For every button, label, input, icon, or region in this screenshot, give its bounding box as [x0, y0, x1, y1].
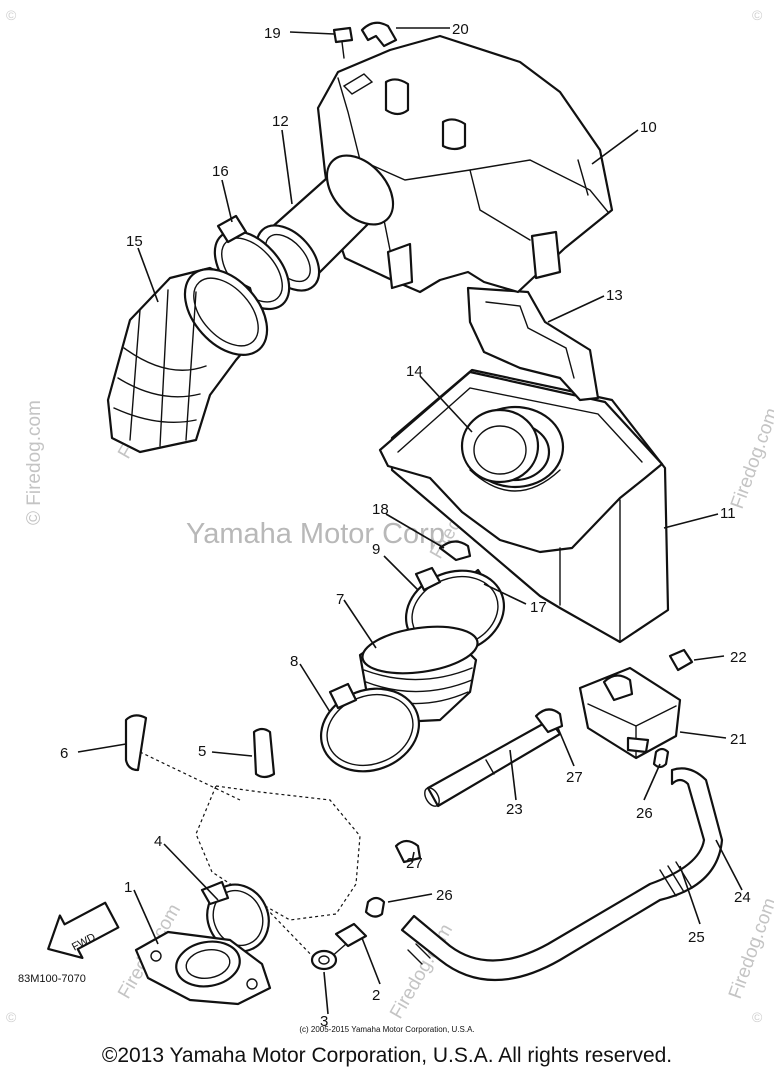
callout-25: 25: [688, 929, 705, 946]
callout-14: 14: [406, 363, 423, 380]
intake-manifold: [134, 930, 272, 1006]
callout-11: 11: [720, 505, 736, 522]
clamp-18: [438, 540, 472, 562]
leader-lines: [77, 27, 743, 1015]
ref-code: 83M100-7070: [18, 973, 86, 985]
callout-13: 13: [606, 287, 623, 304]
callout-16: 16: [212, 163, 229, 180]
clamp-4: [200, 880, 270, 953]
bolt-2: [329, 922, 368, 959]
callout-2: 2: [372, 987, 380, 1004]
callout-8: 8: [290, 653, 298, 670]
watermark-diag-3: Firedog.com: [727, 405, 774, 511]
callout-4: 4: [154, 833, 162, 850]
clip-26-top: [652, 747, 670, 769]
callout-15: 15: [126, 233, 143, 250]
callout-23: 23: [506, 801, 523, 818]
clip-27-bottom: [394, 839, 422, 864]
air-box-joint-14: [460, 408, 540, 484]
watermark-diag-6: Firedog.com: [725, 895, 774, 1001]
callout-26-top: 26: [636, 805, 653, 822]
callout-9: 9: [372, 541, 380, 558]
clip-6: [124, 714, 148, 772]
corner-mark-tl: ©: [6, 7, 17, 23]
callout-numbers: 19 20 12 10 16 15 13 14 18 11 9 17 7 22 …: [60, 21, 751, 1030]
callout-20: 20: [452, 21, 469, 38]
intake-funnel: [106, 266, 269, 454]
callout-24: 24: [734, 889, 751, 906]
callout-22: 22: [730, 649, 747, 666]
callout-7: 7: [336, 591, 344, 608]
clip-26-bottom: [364, 896, 386, 918]
upper-air-box-case: [316, 34, 614, 294]
callout-1: 1: [124, 879, 132, 896]
callout-17: 17: [530, 599, 547, 616]
clamp-8: [319, 682, 421, 773]
hose-23: [424, 718, 562, 808]
copyright-main: ©2013 Yamaha Motor Corporation, U.S.A. A…: [101, 1044, 673, 1067]
callout-27-bottom: 27: [406, 855, 423, 872]
fwd-arrow: FWD: [47, 901, 120, 959]
callout-21: 21: [730, 731, 747, 748]
callout-27-top: 27: [566, 769, 583, 786]
nut-22: [668, 648, 694, 672]
fuel-pump: [578, 666, 682, 760]
corner-mark-tr: ©: [752, 7, 763, 23]
clip-20: [360, 21, 398, 48]
air-box-gasket: [466, 286, 600, 402]
bolt-19: [332, 26, 354, 59]
callout-19: 19: [264, 25, 281, 42]
corner-mark-br: ©: [752, 1009, 763, 1025]
carb-outline: [139, 751, 361, 921]
callout-10: 10: [640, 119, 657, 136]
callout-18: 18: [372, 501, 389, 518]
copyright-small: (c) 2005-2015 Yamaha Motor Corporation, …: [299, 1025, 475, 1034]
callout-5: 5: [198, 743, 206, 760]
watermark-side: © Firedog.com: [24, 400, 45, 525]
callout-3: 3: [320, 1013, 328, 1030]
washer-3: [310, 949, 338, 971]
plug-5: [252, 727, 276, 779]
clip-27-top: [534, 708, 564, 734]
callout-6: 6: [60, 745, 68, 762]
carb-lead-1: [261, 903, 319, 963]
corner-mark-bl: ©: [6, 1009, 17, 1025]
callout-12: 12: [272, 113, 289, 130]
callout-26-bottom: 26: [436, 887, 453, 904]
